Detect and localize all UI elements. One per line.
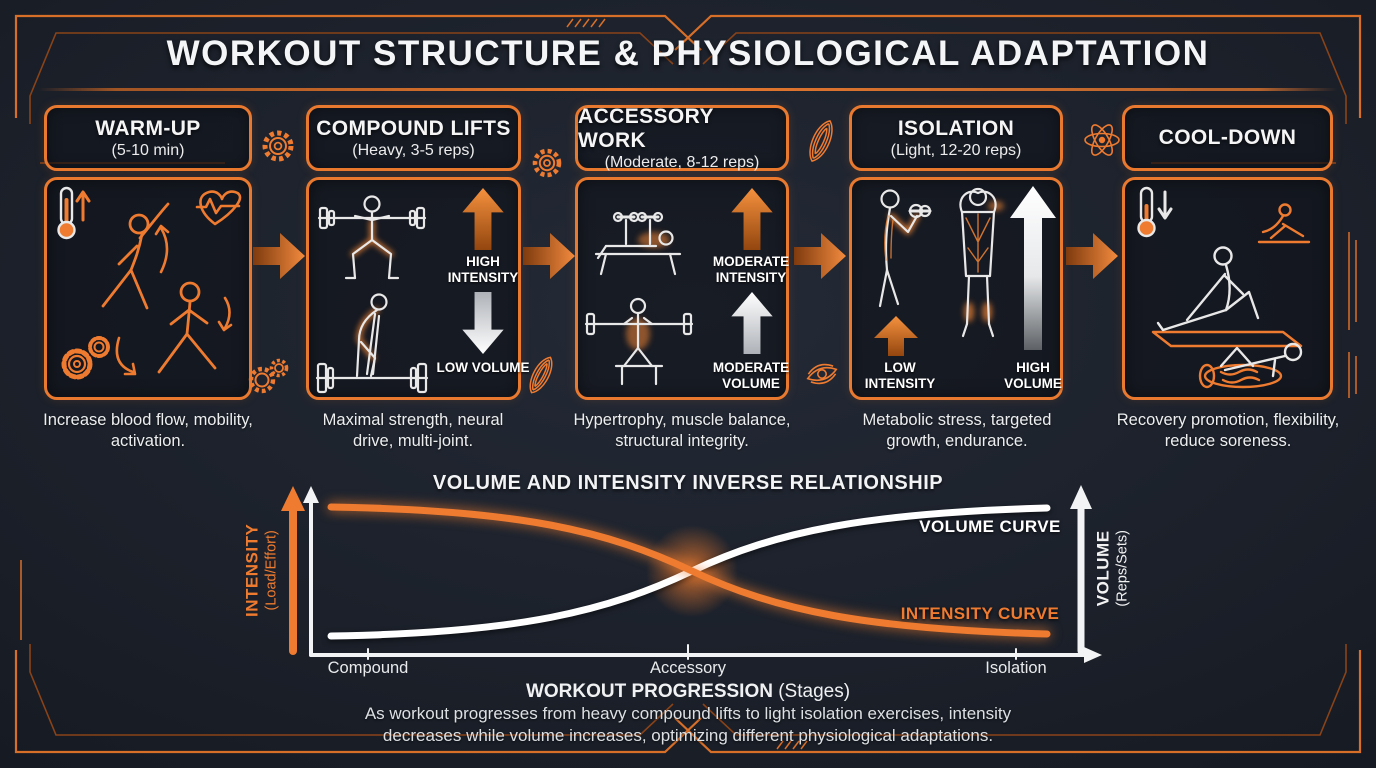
foam-roller-figure: [1198, 342, 1303, 389]
stage-body: MODERATE INTENSITY MODERATE VOLUME: [575, 177, 789, 400]
title-underline: [38, 88, 1338, 91]
lunge-stretch-figure: [157, 281, 217, 374]
y-axis-label-volume: VOLUME (Reps/Sets): [1093, 488, 1132, 648]
stage-card-isolation: ISOLATION (Light, 12-20 reps): [849, 105, 1063, 400]
stage-body: HIGH INTENSITY LOW VOLUME: [306, 177, 530, 400]
high-intensity-up-arrow: [462, 188, 504, 250]
low-intensity-label: LOW INTENSITY: [864, 360, 936, 391]
intensity-axis: [281, 486, 305, 655]
stage-body: LOW INTENSITY HIGH VOLUME: [849, 177, 1063, 400]
bench-press-figure: [594, 211, 682, 276]
stage-title: ISOLATION: [897, 116, 1015, 140]
gears-icon: [248, 358, 289, 394]
stage-header: ACCESSORY WORK (Moderate, 8-12 reps): [575, 105, 789, 171]
moderate-intensity-label: MODERATE INTENSITY: [712, 254, 790, 285]
gear-icon: [532, 148, 562, 178]
volume-curve-label: VOLUME CURVE: [919, 517, 1061, 536]
seated-stretch-icon: [1257, 203, 1311, 244]
stage-description-accessory: Hypertrophy, muscle balance, structural …: [573, 411, 791, 450]
stage-subtitle: (5-10 min): [111, 141, 185, 159]
volume-axis: [1070, 485, 1092, 655]
high-volume-tall-arrow: [1010, 186, 1056, 350]
volume-axis-subtitle: (Reps/Sets): [1114, 530, 1131, 607]
stage-header: WARM-UP (5-10 min): [44, 105, 252, 171]
atom-icon: [1084, 124, 1120, 156]
stage-card-warm-up: WARM-UP (5-10 min): [44, 105, 252, 400]
low-volume-down-arrow: [462, 292, 504, 354]
moderate-volume-up-arrow: [731, 292, 773, 354]
stage-card-compound-lifts: COMPOUND LIFTS (Heavy, 3-5 reps): [306, 105, 530, 400]
cool-down-illustration: [1137, 186, 1311, 389]
stage-subtitle: (Heavy, 3-5 reps): [352, 141, 475, 159]
stage-header: COOL-DOWN: [1122, 105, 1333, 171]
heart-pulse-icon: [195, 190, 242, 226]
accessory-work-figures: [584, 211, 694, 386]
stage-title: ACCESSORY WORK: [578, 104, 714, 152]
x-tick-compound: Compound: [327, 659, 409, 677]
gear-icon: [262, 130, 294, 162]
stage-card-cool-down: COOL-DOWN: [1122, 105, 1333, 400]
side-stretch-figure: [101, 202, 170, 310]
high-volume-label: HIGH VOLUME: [1004, 360, 1062, 391]
stage-subtitle: (Moderate, 8-12 reps): [604, 153, 760, 171]
rear-muscle-figure: [959, 187, 1004, 338]
intensity-curve-label: INTENSITY CURVE: [900, 604, 1060, 623]
x-tick-accessory: Accessory: [649, 659, 727, 677]
stage-subtitle: (Light, 12-20 reps): [890, 141, 1022, 159]
low-intensity-small-arrow: [874, 316, 918, 356]
muscle-fiber-icon: [809, 120, 833, 162]
moderate-volume-label: MODERATE VOLUME: [712, 360, 790, 391]
stage-title: WARM-UP: [95, 116, 201, 140]
stage-card-accessory-work: ACCESSORY WORK (Moderate, 8-12 reps): [575, 105, 789, 400]
stage-arrow-1: [253, 233, 305, 279]
moderate-intensity-up-arrow: [731, 188, 773, 250]
stage-description-cool-down: Recovery promotion, flexibility, reduce …: [1116, 411, 1340, 450]
y-axis-label-intensity: INTENSITY (Load/Effort): [242, 490, 281, 650]
stage-title: COOL-DOWN: [1158, 126, 1297, 149]
bottom-caption: As workout progresses from heavy compoun…: [364, 704, 1012, 746]
compound-lift-figures: [315, 195, 429, 394]
intensity-axis-subtitle: (Load/Effort): [263, 530, 280, 611]
stage-arrow-4: [1066, 233, 1118, 279]
intensity-curve: [327, 503, 1051, 638]
curved-arrow-icons: [115, 224, 233, 376]
warm-up-illustration: [57, 186, 242, 380]
stage-arrow-2: [523, 233, 575, 279]
high-intensity-label: HIGH INTENSITY: [447, 254, 519, 285]
x-axis-label-suffix: (Stages): [772, 681, 851, 702]
eye-icon: [806, 363, 838, 385]
stage-header: COMPOUND LIFTS (Heavy, 3-5 reps): [306, 105, 521, 171]
bicep-curl-figure: [878, 189, 932, 308]
volume-axis-title: VOLUME: [1093, 530, 1113, 607]
x-axis-label: WORKOUT PROGRESSION (Stages): [0, 681, 1376, 703]
thermometer-down-icon: [1137, 186, 1173, 238]
x-axis-label-main: WORKOUT PROGRESSION: [525, 681, 773, 702]
plot-axes: [303, 486, 1102, 663]
stage-description-warm-up: Increase blood flow, mobility, activatio…: [43, 411, 253, 450]
page-title: WORKOUT STRUCTURE & PHYSIOLOGICAL ADAPTA…: [166, 34, 1210, 73]
stage-header: ISOLATION (Light, 12-20 reps): [849, 105, 1063, 171]
muscle-fiber-icon: [529, 356, 553, 394]
stage-arrow-3: [794, 233, 846, 279]
gears-icon: [61, 336, 110, 380]
seated-press-figure: [584, 297, 694, 386]
x-tick-isolation: Isolation: [985, 659, 1047, 677]
stage-body: [44, 177, 252, 400]
intensity-axis-title: INTENSITY: [242, 523, 262, 617]
low-volume-label: LOW VOLUME: [436, 360, 530, 375]
barbell-squat-figure: [317, 195, 427, 280]
stage-description-compound: Maximal strength, neural drive, multi-jo…: [322, 411, 504, 450]
deadlift-figure: [315, 293, 429, 394]
mat-stretch-figure: [1151, 246, 1303, 348]
stage-body: [1122, 177, 1333, 400]
thermometer-up-icon: [57, 186, 91, 240]
stage-description-isolation: Metabolic stress, targeted growth, endur…: [862, 411, 1052, 450]
stage-title: COMPOUND LIFTS: [316, 116, 511, 140]
chart-title: VOLUME AND INTENSITY INVERSE RELATIONSHI…: [432, 472, 944, 494]
